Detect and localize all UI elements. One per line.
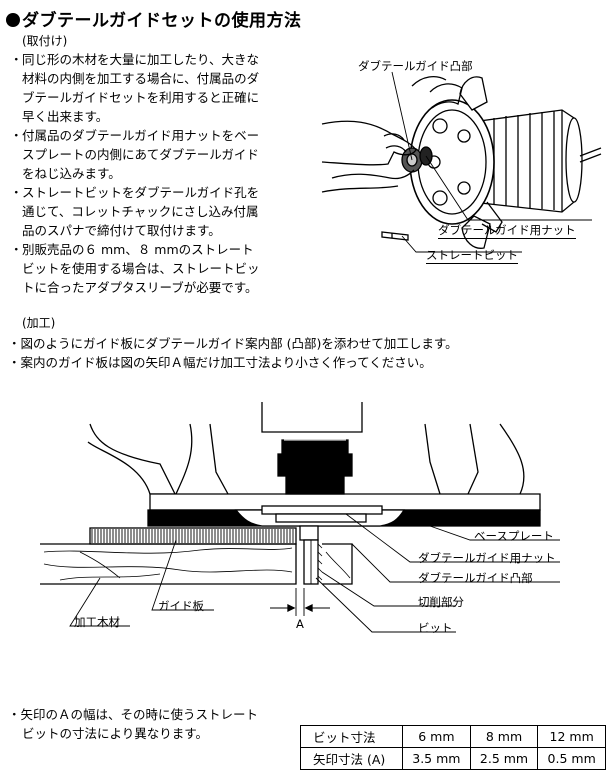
page-title: ダブテールガイドセットの使用方法: [6, 6, 302, 31]
table-cell: 6 mm: [402, 725, 471, 748]
table-cell: 2.5 mm: [469, 747, 539, 770]
table-row: 矢印寸法 (A) 3.5 mm 2.5 mm 0.5 mm: [299, 747, 606, 770]
table-cell: 12 mm: [537, 725, 606, 748]
note-line-2: ビットの寸法により異なります。: [22, 726, 209, 741]
mount-item-1: ・ 同じ形の木材を大量に加工したり、大きな 材料の内側を加工する場合に、付属品の…: [10, 52, 260, 124]
cross-section-diagram: [40, 402, 560, 633]
title-bullet-icon: [6, 13, 20, 27]
fig2-label-cut: 切削部分: [418, 595, 464, 609]
table-cell: 8 mm: [469, 725, 539, 748]
mount-heading: (取付け): [22, 34, 68, 48]
spec-table: ビット寸法 6 mm 8 mm 12 mm 矢印寸法 (A) 3.5 mm 2.…: [299, 725, 606, 770]
fig2-label-base: ベースプレート: [474, 529, 554, 543]
table-row: ビット寸法 6 mm 8 mm 12 mm: [299, 725, 606, 748]
mount-instructions: ・ 同じ形の木材を大量に加工したり、大きな 材料の内側を加工する場合に、付属品の…: [8, 50, 308, 297]
fig2-label-bit: ビット: [418, 621, 453, 635]
fig1-label-nut: ダブテールガイド用ナット: [438, 223, 576, 239]
fig1-label-guide-top: ダブテールガイド凸部: [358, 59, 473, 73]
process-line-1: ・図のようにガイド板にダブテールガイド案内部 (凸部)を添わせて加工します。: [8, 336, 458, 351]
mount-item-3: ・ ストレートビットをダブテールガイド孔を 通じて、コレットチャックにさし込み付…: [10, 185, 260, 238]
router-mount-illustration: [321, 71, 602, 253]
mount-item-4: ・ 別販売品の６ mm、８ mmのストレート ビットを使用する場合は、ストレート…: [10, 242, 260, 295]
fig2-label-wood: 加工木材: [74, 615, 120, 629]
table-cell: ビット寸法: [299, 725, 404, 748]
note-line-1: ・矢印のＡの幅は、その時に使うストレート: [8, 707, 259, 722]
process-heading: (加工): [22, 316, 56, 330]
fig1-label-bit: ストレートビット: [426, 248, 518, 264]
fig2-label-guide: ダブテールガイド凸部: [418, 571, 533, 585]
table-cell: 0.5 mm: [537, 747, 606, 770]
fig2-label-nut: ダブテールガイド用ナット: [418, 551, 556, 565]
fig2-label-board: ガイド板: [158, 599, 204, 613]
mount-item-2: ・ 付属品のダブテールガイド用ナットをベー スプレートの内側にあてダブテールガイ…: [10, 128, 260, 181]
table-cell: 3.5 mm: [402, 747, 471, 770]
table-cell: 矢印寸法 (A): [299, 747, 404, 770]
process-line-2: ・案内のガイド板は図の矢印Ａ幅だけ加工寸法より小さく作ってください。: [8, 355, 432, 370]
fig2-label-a: A: [296, 617, 304, 631]
